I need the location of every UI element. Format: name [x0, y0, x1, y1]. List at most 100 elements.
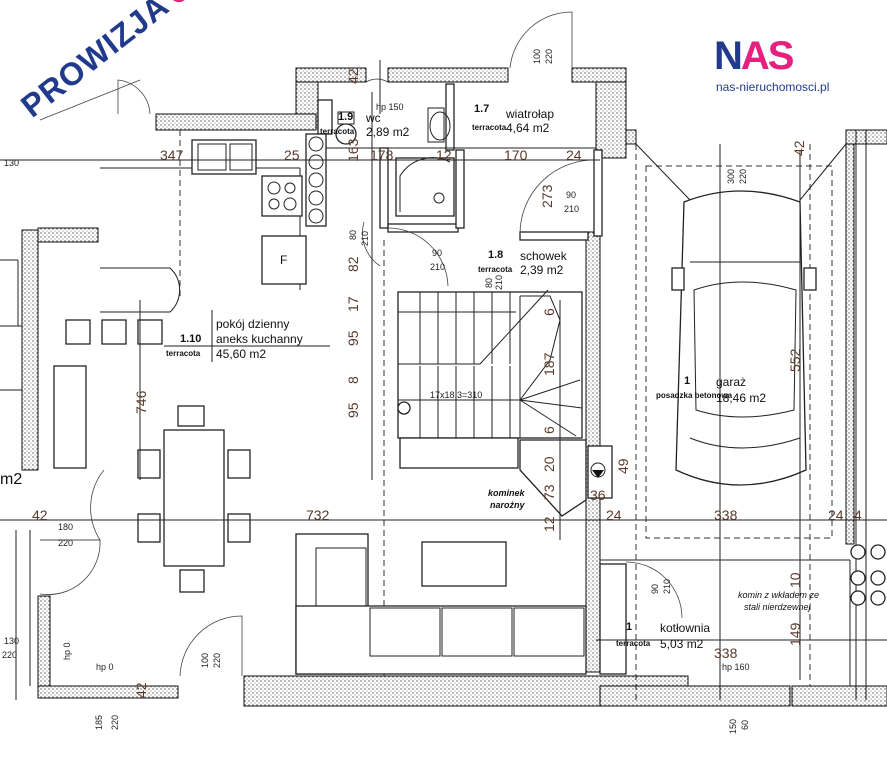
dining-table — [137, 405, 251, 593]
wc-area: 2,89 m2 — [366, 125, 410, 139]
dim-4: 4 — [854, 507, 862, 523]
fireplace: kominek narożny — [488, 439, 613, 517]
fridge-label: F — [280, 253, 287, 267]
dim-24c: 24 — [828, 507, 844, 523]
dim-95a: 95 — [345, 330, 361, 346]
kotlownia-name: kotłownia — [660, 621, 710, 635]
sofa — [295, 533, 587, 675]
dim-6b: 6 — [541, 426, 557, 434]
dim-24b: 24 — [606, 507, 622, 523]
dim-163: 163 — [345, 138, 361, 162]
opening-180-h: 220 — [58, 538, 73, 548]
bathroom — [335, 107, 455, 217]
left-area-partial: m2 — [0, 471, 22, 488]
pokoj-num: 1.10 — [180, 333, 201, 345]
wiatrolap-floor: terracota — [472, 123, 507, 132]
dim-25: 25 — [284, 147, 300, 163]
opening-90-c-h: 210 — [662, 579, 672, 594]
dim-24a: 24 — [566, 147, 582, 163]
wc-num: 1.9 — [338, 111, 353, 123]
pokoj-name-2: aneks kuchanny — [216, 332, 303, 346]
room-kotlownia: 1 kotłownia terracota 5,03 m2 — [616, 621, 710, 651]
wc-floor: terracota — [320, 127, 355, 136]
dim-149: 149 — [787, 622, 803, 646]
komin-label-1: komin z wkładem ze — [738, 590, 819, 600]
dim-73: 73 — [541, 484, 557, 500]
opening-top-w: 100 — [532, 49, 542, 64]
dim-12a: 12 — [436, 147, 452, 163]
opening-185-w: 185 — [94, 715, 104, 730]
garaz-area: 18,46 m2 — [716, 391, 766, 405]
opening-garage-w: 300 — [726, 169, 736, 184]
komin-label-2: stali nierdzewnej — [744, 602, 812, 612]
dimension-lines — [0, 60, 887, 700]
car — [635, 143, 847, 539]
schowek-num: 1.8 — [488, 249, 503, 261]
logo-n: N — [714, 34, 743, 78]
opening-150-w: 150 — [728, 719, 738, 734]
opening-100-bottom-h: 220 — [212, 653, 222, 668]
opening-90-a-w: 90 — [566, 190, 576, 200]
dim-10: 10 — [787, 572, 803, 588]
opening-185-h: 220 — [110, 715, 120, 730]
dim-42-right: 42 — [791, 140, 807, 156]
garaz-name: garaż — [716, 375, 746, 389]
partitions — [0, 83, 867, 700]
chimney: komin z wkładem ze stali nierdzewnej — [738, 544, 886, 612]
room-schowek: 1.8 schowek terracota 2,39 m2 — [478, 249, 568, 277]
stairs: 17x18,3=310 — [397, 289, 583, 469]
opening-top-h: 220 — [544, 49, 554, 64]
wc-hp: hp 150 — [376, 102, 404, 112]
dim-42-left: 42 — [32, 507, 48, 523]
opening-80-h: 210 — [360, 231, 370, 246]
schowek-floor: terracota — [478, 265, 513, 274]
kotlownia-floor: terracota — [616, 639, 651, 648]
opening-150-h: 60 — [740, 720, 750, 730]
dim-552: 552 — [787, 348, 803, 372]
dim-347: 347 — [160, 147, 184, 163]
dim-746: 746 — [133, 390, 149, 414]
hp-0-a: hp 0 — [62, 642, 72, 660]
hp-160: hp 160 — [722, 662, 750, 672]
dim-20: 20 — [541, 456, 557, 472]
opening-90-b-w: 90 — [432, 248, 442, 258]
room-wiatrolap: 1.7 wiatrołap terracota 4,64 m2 — [472, 103, 554, 135]
dim-82: 82 — [345, 256, 361, 272]
garaz-floor: posadzka betonowa — [656, 391, 733, 400]
nas-logo: NAS nas-nieruchomosci.pl — [712, 34, 852, 96]
dim-42-bottom: 42 — [133, 682, 149, 698]
room-wc: hp 150 1.9 wc terracota 2,89 m2 — [320, 102, 410, 139]
opening-80-w: 80 — [348, 230, 358, 240]
chairs-bar — [53, 319, 163, 469]
pokoj-name-1: pokój dzienny — [216, 317, 289, 331]
pokoj-area: 45,60 m2 — [216, 347, 266, 361]
opening-80b-w: 80 — [484, 278, 494, 288]
schowek-area: 2,39 m2 — [520, 263, 564, 277]
dim-338b: 338 — [714, 645, 738, 661]
dim-95b: 95 — [345, 402, 361, 418]
logo-url: nas-nieruchomosci.pl — [716, 80, 830, 94]
dim-130: 130 — [4, 158, 19, 168]
opening-garage-h: 220 — [738, 169, 748, 184]
opening-180-w: 180 — [58, 522, 73, 532]
dim-42-top: 42 — [345, 68, 361, 84]
dim-273: 273 — [539, 184, 555, 208]
wiatrolap-name: wiatrołap — [505, 107, 554, 121]
door-swings — [39, 11, 683, 677]
kitchen: F — [100, 133, 327, 313]
dim-170: 170 — [504, 147, 528, 163]
stairs-label: 17x18,3=310 — [430, 390, 482, 400]
walls — [21, 67, 887, 707]
dim-17: 17 — [345, 296, 361, 312]
dim-187: 187 — [541, 352, 557, 376]
schowek-name: schowek — [520, 249, 568, 263]
dim-338a: 338 — [714, 507, 738, 523]
kominek-label-2: narożny — [490, 500, 526, 510]
kotlownia-num: 1 — [626, 621, 632, 633]
wc-name: wc — [365, 111, 381, 125]
wiatrolap-area: 4,64 m2 — [506, 121, 550, 135]
wiatrolap-num: 1.7 — [474, 103, 489, 115]
logo-mark: NAS — [714, 34, 794, 78]
opening-100-bottom-w: 100 — [200, 653, 210, 668]
